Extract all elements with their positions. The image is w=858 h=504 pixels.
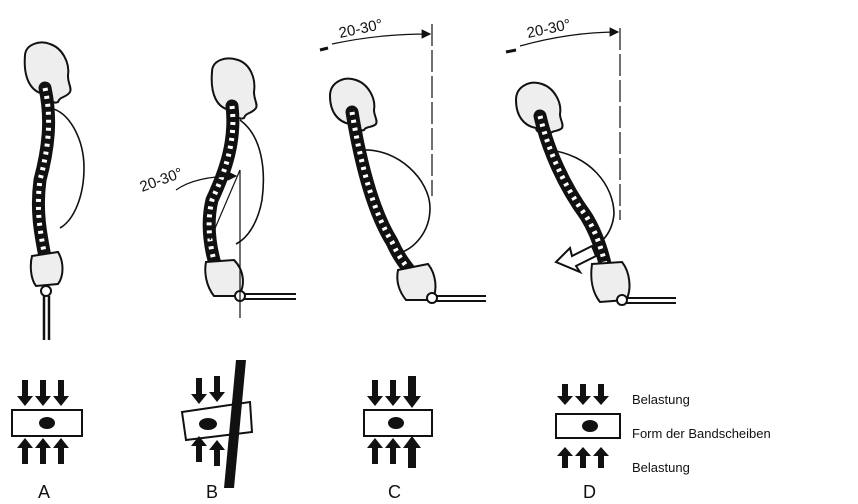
- figure-d: 20-30°: [506, 16, 676, 305]
- push-arrow-icon: [556, 246, 596, 272]
- angle-label-c: 20-30°: [337, 16, 384, 42]
- angle-label-b: 20-30°: [138, 165, 186, 196]
- load-arrows-bottom-b: [191, 436, 225, 466]
- disc-d: D: [556, 384, 620, 502]
- nucleus-a: [39, 417, 55, 429]
- hip-joint-a: [41, 286, 51, 296]
- figure-label-d: D: [583, 482, 596, 502]
- pelvis-b: [205, 260, 243, 296]
- figure-a: [25, 42, 84, 340]
- legend-bottom-load: Belastung: [632, 460, 690, 475]
- figure-c: 20-30°: [320, 16, 486, 303]
- legend-disc-shape: Form der Bandscheiben: [632, 426, 771, 441]
- load-arrows-top-a: [17, 380, 69, 406]
- load-arrows-bottom-d: [557, 447, 609, 468]
- load-arrows-top-b: [191, 376, 225, 404]
- nucleus-b: [199, 418, 217, 430]
- disc-c: C: [364, 376, 432, 502]
- figure-label-b: B: [206, 482, 218, 502]
- torso-a: [50, 108, 84, 228]
- figure-label-a: A: [38, 482, 50, 502]
- nucleus-c: [388, 417, 404, 429]
- hip-joint-d: [617, 295, 627, 305]
- pelvis-a: [31, 252, 63, 286]
- disc-a: A: [12, 380, 82, 502]
- load-arrows-top-d: [557, 384, 609, 405]
- legend-top-load: Belastung: [632, 392, 690, 407]
- legend: Belastung Form der Bandscheiben Belastun…: [632, 392, 771, 475]
- load-arrows-bottom-c: [367, 436, 421, 468]
- disc-b: B: [182, 360, 252, 502]
- figure-label-c: C: [388, 482, 401, 502]
- nucleus-d: [582, 420, 598, 432]
- load-arrows-top-c: [367, 376, 421, 408]
- angle-label-d: 20-30°: [525, 16, 572, 42]
- load-arrows-bottom-a: [17, 438, 69, 464]
- spine-d: [540, 116, 606, 268]
- hip-joint-c: [427, 293, 437, 303]
- figure-b: 20-30°: [138, 59, 296, 319]
